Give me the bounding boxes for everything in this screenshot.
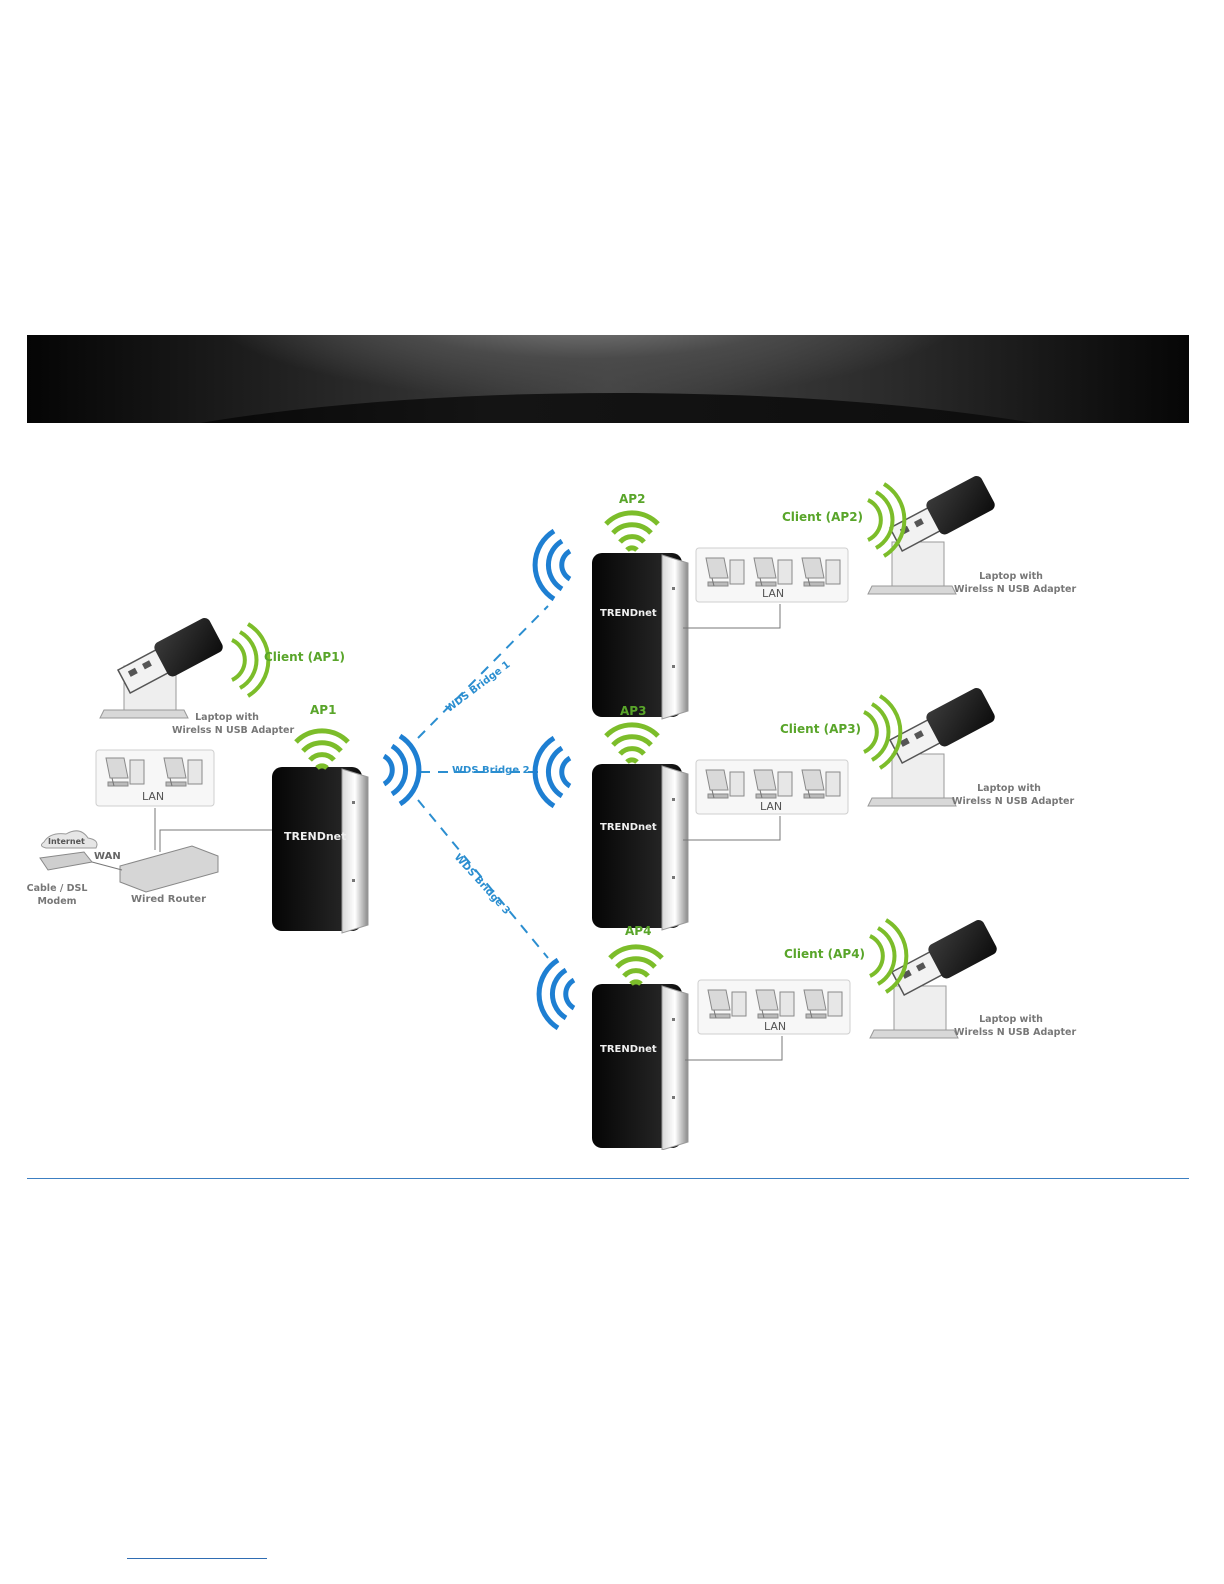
caption-line2: Wirelss N USB Adapter [952,796,1075,807]
device-logo-ap1: TRENDnet [284,830,346,843]
caption-line2: Wirelss N USB Adapter [954,584,1077,595]
header-banner [27,335,1189,423]
ap2-label: AP2 [619,492,646,506]
caption-line2: Wirelss N USB Adapter [172,725,295,736]
ap4-label: AP4 [625,924,652,938]
wan-label: WAN [94,851,121,862]
client-ap2-label: Client (AP2) [782,510,864,524]
lan-label-ap3: LAN [760,800,783,813]
footer-link-underline[interactable] [127,1558,267,1559]
internet-label: Internet [48,837,85,846]
device-logo-ap2: TRENDnet [600,608,657,619]
client-ap3-label: Client (AP3) [780,722,862,736]
ap3-label: AP3 [620,704,647,718]
wds-bridge-2-label: WDS Bridge 2 [452,765,530,776]
laptop-caption-ap2: Laptop with Wirelss N USB Adapter [954,570,1077,596]
device-logo-ap4: TRENDnet [600,1044,657,1055]
client-ap1-label: Client (AP1) [264,650,346,664]
caption-line1: Laptop with [979,571,1043,582]
laptop-caption-ap1: Laptop with Wirelss N USB Adapter [172,711,295,737]
modem-label: Cable / DSL Modem [26,882,88,908]
modem-line1: Cable / DSL [26,883,88,894]
lan-label-ap4: LAN [764,1020,787,1033]
diagram-graphics: TRENDnet TRENDnet TRENDnet TRENDnet [39,473,1000,1150]
caption-line1: Laptop with [195,712,259,723]
client-ap4-label: Client (AP4) [784,947,866,961]
laptop-caption-ap3: Laptop with Wirelss N USB Adapter [952,782,1075,808]
ap1-label: AP1 [310,703,337,717]
footer-rule [27,1178,1189,1179]
lan-label-ap1: LAN [142,790,165,803]
lan-label-ap2: LAN [762,587,785,600]
device-logo-ap3: TRENDnet [600,822,657,833]
caption-line1: Laptop with [977,783,1041,794]
wds-network-diagram: TRENDnet TRENDnet TRENDnet TRENDnet AP1 … [0,470,1224,1150]
laptop-caption-ap4: Laptop with Wirelss N USB Adapter [954,1013,1077,1039]
modem-line2: Modem [37,896,77,907]
router-label: Wired Router [131,894,206,905]
caption-line2: Wirelss N USB Adapter [954,1027,1077,1038]
caption-line1: Laptop with [979,1014,1043,1025]
